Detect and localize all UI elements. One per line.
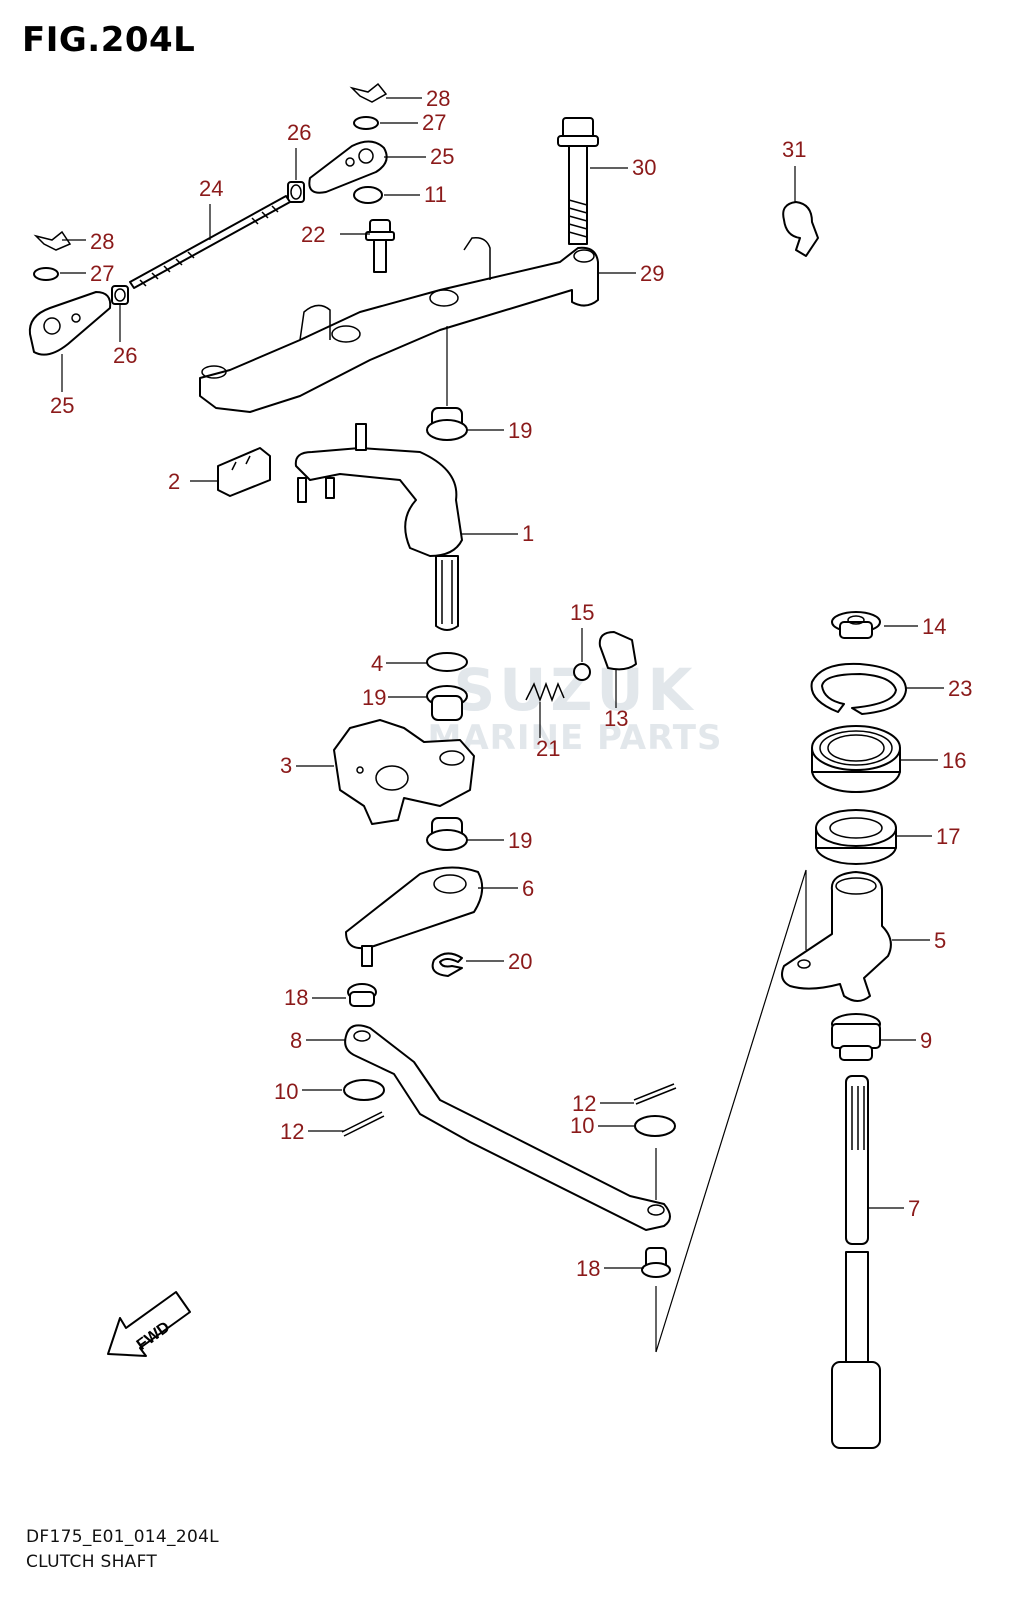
part-20-e-clip bbox=[431, 952, 463, 977]
callout-label-c30: 30 bbox=[632, 155, 656, 180]
part-4-washer bbox=[426, 652, 468, 672]
part-15-ball bbox=[573, 663, 591, 681]
figure-title: FIG.204L bbox=[22, 20, 196, 60]
callout-label-c6: 6 bbox=[522, 876, 534, 901]
callout-label-c3: 3 bbox=[280, 753, 292, 778]
figure-name: CLUTCH SHAFT bbox=[26, 1552, 158, 1572]
part-26-nut-top bbox=[287, 181, 305, 203]
callout-label-c9: 9 bbox=[920, 1028, 932, 1053]
callout-label-c25b: 25 bbox=[50, 393, 74, 418]
callout-label-c23: 23 bbox=[948, 676, 972, 701]
callout-label-c29: 29 bbox=[640, 261, 664, 286]
callout-label-c26a: 26 bbox=[287, 120, 311, 145]
part-10-washer-right bbox=[634, 1115, 676, 1137]
callout-label-c5: 5 bbox=[934, 928, 946, 953]
figure-code: DF175_E01_014_204L bbox=[26, 1527, 219, 1547]
part-7-shaft bbox=[831, 1075, 881, 1449]
callout-label-c28a: 28 bbox=[426, 86, 450, 111]
part-22-bolt bbox=[365, 219, 395, 273]
callout-label-c22: 22 bbox=[301, 222, 325, 247]
part-28-clip-left bbox=[33, 230, 72, 251]
part-14-plug bbox=[831, 611, 881, 639]
callout-label-c11: 11 bbox=[424, 182, 447, 207]
part-10-washer-left bbox=[343, 1079, 385, 1101]
part-25-rod-end-left bbox=[28, 291, 112, 356]
callout-label-c8: 8 bbox=[290, 1028, 302, 1053]
part-5-housing bbox=[781, 871, 892, 1002]
part-24-threaded-rod bbox=[129, 195, 291, 289]
part-19-bushing-c bbox=[426, 817, 468, 851]
callout-label-c14: 14 bbox=[922, 614, 946, 639]
callout-label-c19b: 19 bbox=[362, 685, 386, 710]
callout-label-c24: 24 bbox=[199, 176, 223, 201]
part-16-bearing bbox=[811, 725, 901, 793]
assembly-line-shaft bbox=[655, 869, 807, 1353]
callout-label-c26b: 26 bbox=[113, 343, 137, 368]
callout-label-c20: 20 bbox=[508, 949, 532, 974]
part-17-seal bbox=[815, 809, 897, 865]
part-31-clip bbox=[782, 201, 819, 257]
part-19-bushing-a bbox=[426, 407, 468, 441]
callout-label-c12b: 12 bbox=[572, 1091, 596, 1116]
callout-label-c10b: 10 bbox=[570, 1113, 594, 1138]
part-30-bolt bbox=[557, 117, 599, 245]
part-3-cam-housing bbox=[333, 719, 475, 825]
part-8-link-rod bbox=[344, 1024, 671, 1231]
part-27-washer-top bbox=[353, 116, 379, 130]
part-23-snap-ring bbox=[810, 662, 907, 715]
part-26-nut-left bbox=[111, 285, 129, 305]
part-29-bracket bbox=[199, 236, 599, 413]
part-12-cotter-pin-right bbox=[633, 1083, 677, 1105]
callout-label-c10a: 10 bbox=[274, 1079, 298, 1104]
part-6-lever bbox=[345, 866, 484, 967]
part-1-shift-lever bbox=[294, 423, 463, 631]
part-25-rod-end-top bbox=[308, 140, 388, 194]
part-19-bushing-b bbox=[426, 685, 468, 721]
part-2-spacer bbox=[217, 447, 271, 497]
callout-label-c31: 31 bbox=[782, 137, 806, 162]
callout-label-c19a: 19 bbox=[508, 418, 532, 443]
callout-label-c28b: 28 bbox=[90, 229, 114, 254]
fwd-arrow: FWD bbox=[107, 1291, 191, 1357]
callout-label-c18a: 18 bbox=[284, 985, 308, 1010]
callout-label-c27b: 27 bbox=[90, 261, 114, 286]
callout-label-c15: 15 bbox=[570, 600, 594, 625]
part-13-sleeve bbox=[598, 631, 637, 671]
callout-label-c19c: 19 bbox=[508, 828, 532, 853]
callout-label-c17: 17 bbox=[936, 824, 960, 849]
callout-label-c12a: 12 bbox=[280, 1119, 304, 1144]
part-9-bushing bbox=[831, 1013, 881, 1061]
callout-label-c25a: 25 bbox=[430, 144, 454, 169]
part-11-washer bbox=[353, 186, 383, 204]
callout-label-c7: 7 bbox=[908, 1196, 920, 1221]
part-18-bushing-a bbox=[347, 983, 377, 1007]
callout-label-c16: 16 bbox=[942, 748, 966, 773]
part-21-spring bbox=[525, 681, 565, 703]
callout-label-c21: 21 bbox=[536, 736, 560, 761]
callout-label-c4: 4 bbox=[371, 651, 383, 676]
callout-label-c18b: 18 bbox=[576, 1256, 600, 1281]
callout-label-c13: 13 bbox=[604, 706, 628, 731]
callout-label-c27a: 27 bbox=[422, 110, 446, 135]
part-18-bushing-b bbox=[641, 1247, 671, 1278]
callout-label-c2: 2 bbox=[168, 469, 180, 494]
part-27-washer-left bbox=[33, 267, 59, 281]
part-12-cotter-pin-left bbox=[341, 1111, 385, 1137]
part-28-clip-top bbox=[349, 82, 388, 103]
callout-label-c1: 1 bbox=[522, 521, 534, 546]
